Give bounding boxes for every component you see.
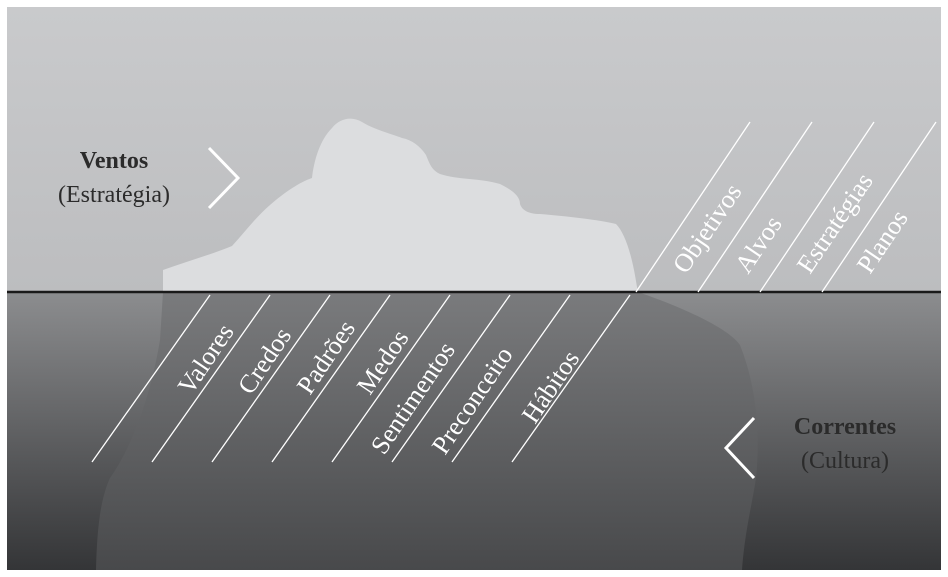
iceberg-submerged <box>96 292 758 570</box>
winds-subtitle: (Estratégia) <box>58 182 170 208</box>
currents-title: Correntes <box>794 414 896 440</box>
winds-title: Ventos <box>80 148 148 174</box>
currents-subtitle: (Cultura) <box>801 448 889 474</box>
